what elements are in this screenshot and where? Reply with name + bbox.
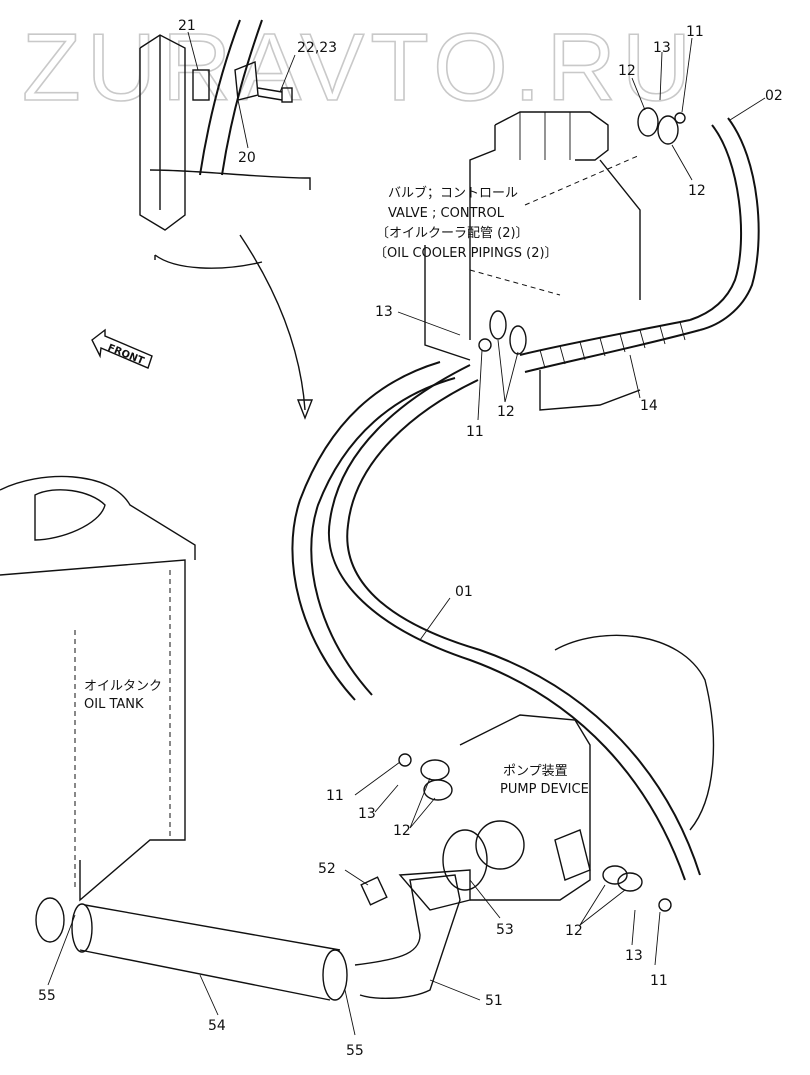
front-arrow: FRONT: [91, 328, 153, 369]
callout-11-right: 11: [650, 973, 668, 989]
callout-02: 02: [765, 88, 783, 104]
callout-13-left: 13: [358, 806, 376, 822]
hoses: [291, 117, 760, 881]
tank-caption-jp: オイルタンク: [84, 679, 162, 694]
callout-13-right: 13: [625, 948, 643, 964]
callout-12-left: 12: [393, 823, 411, 839]
callout-12-top-lower: 12: [688, 183, 706, 199]
control-valve: [424, 111, 641, 411]
bracket-detail-inset: [139, 19, 314, 420]
callouts: 21 22,23 20 13 12 11 02 12 13 11 12 14 0…: [38, 18, 783, 1059]
callout-55-left: 55: [38, 988, 56, 1004]
callout-01: 01: [455, 584, 473, 600]
callout-22-23: 22,23: [297, 40, 337, 56]
callout-51: 51: [485, 993, 503, 1009]
callout-11-left: 11: [326, 788, 344, 804]
front-label: FRONT: [106, 343, 146, 368]
pump-caption-jp: ポンプ装置: [503, 764, 568, 779]
callout-20: 20: [238, 150, 256, 166]
callout-14: 14: [640, 398, 658, 414]
tank-caption-en: OIL TANK: [84, 697, 144, 712]
captions: バルブ；コントロール VALVE ; CONTROL 〔オイルクーラ配管 (2)…: [84, 185, 589, 797]
callout-12-top: 12: [618, 63, 636, 79]
callout-52: 52: [318, 861, 336, 877]
callout-11-top: 11: [686, 24, 704, 40]
callout-13-top: 13: [653, 40, 671, 56]
pump-caption-en: PUMP DEVICE: [500, 782, 589, 797]
valve-caption-en: VALVE ; CONTROL: [388, 206, 505, 221]
callout-13-mid: 13: [375, 304, 393, 320]
pipings-caption-en: 〔OIL COOLER PIPINGS (2)〕: [374, 246, 558, 261]
watermark: ZURAVTO.RU: [22, 14, 697, 121]
leader-lines: [47, 31, 766, 1036]
flanges: [398, 107, 686, 912]
callout-11-mid: 11: [466, 424, 484, 440]
callout-54: 54: [208, 1018, 226, 1034]
callout-21: 21: [178, 18, 196, 34]
pump-device: [459, 634, 715, 901]
pipings-caption-jp: 〔オイルクーラ配管 (2)〕: [376, 226, 529, 241]
callout-12-mid: 12: [497, 404, 515, 420]
callout-12-right: 12: [565, 923, 583, 939]
valve-caption-jp: バルブ；コントロール: [388, 185, 518, 201]
suction-pipe: [35, 829, 488, 1001]
oil-tank: [0, 475, 196, 902]
callout-53: 53: [496, 922, 514, 938]
callout-55-bottom: 55: [346, 1043, 364, 1059]
